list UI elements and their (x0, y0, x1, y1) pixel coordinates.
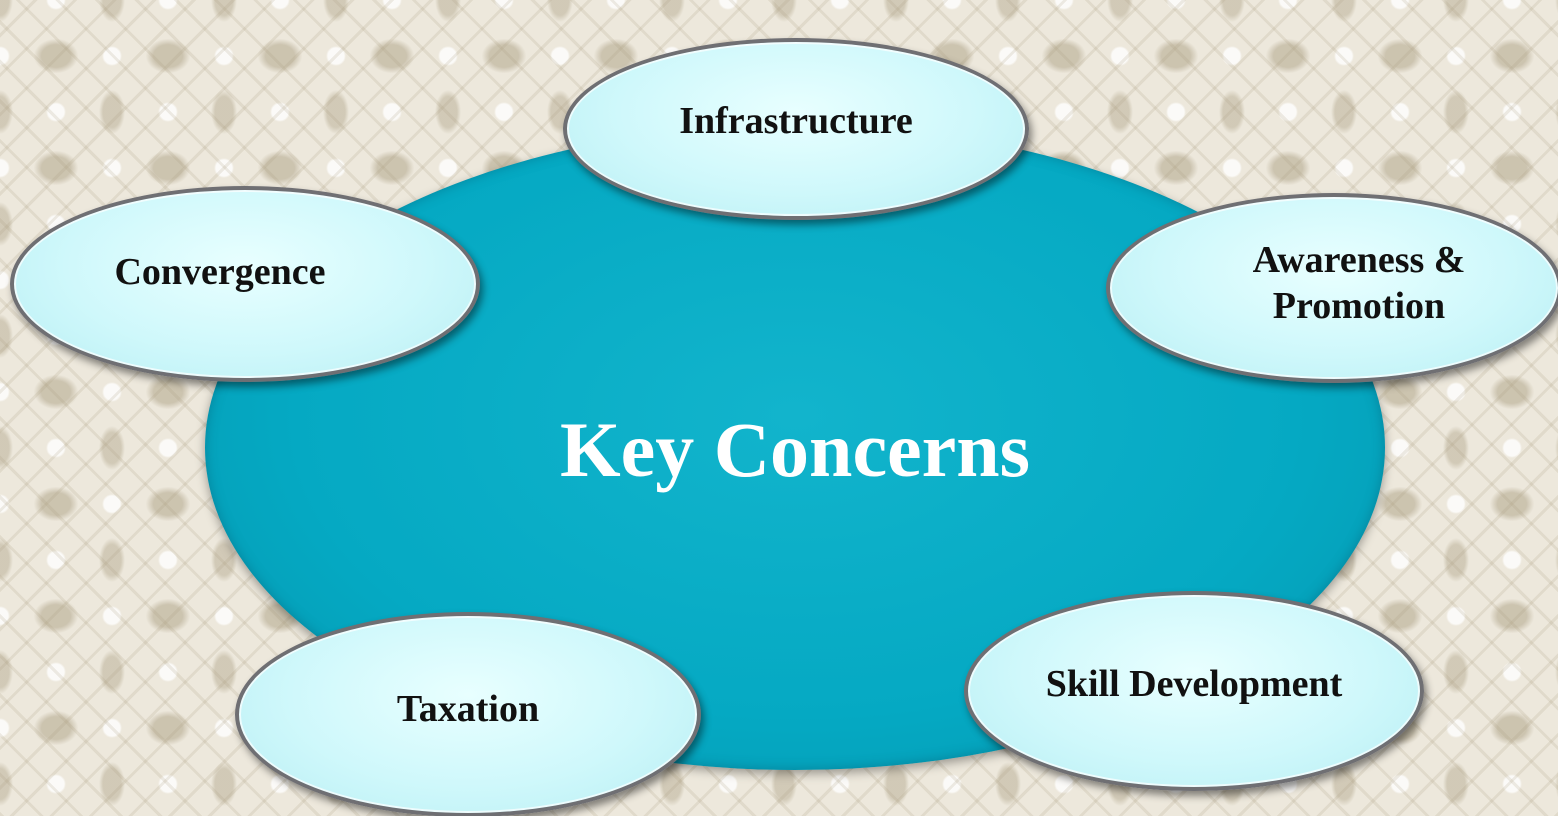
node-label-taxation: Taxation (396, 687, 540, 730)
node-label-awareness-promotion: Awareness & Promotion (1252, 239, 1466, 327)
node-convergence: Convergence (10, 186, 480, 382)
node-infrastructure: Infrastructure (563, 38, 1029, 220)
node-label-infrastructure: Infrastructure (679, 100, 913, 142)
node-skill-development: Skill Development (964, 591, 1424, 791)
node-label-convergence: Convergence (114, 251, 326, 293)
node-label-skill-development: Skill Development (1045, 663, 1343, 705)
node-taxation: Taxation (235, 612, 701, 816)
node-awareness-promotion: Awareness & Promotion (1106, 193, 1558, 383)
center-title: Key Concerns (559, 406, 1031, 493)
